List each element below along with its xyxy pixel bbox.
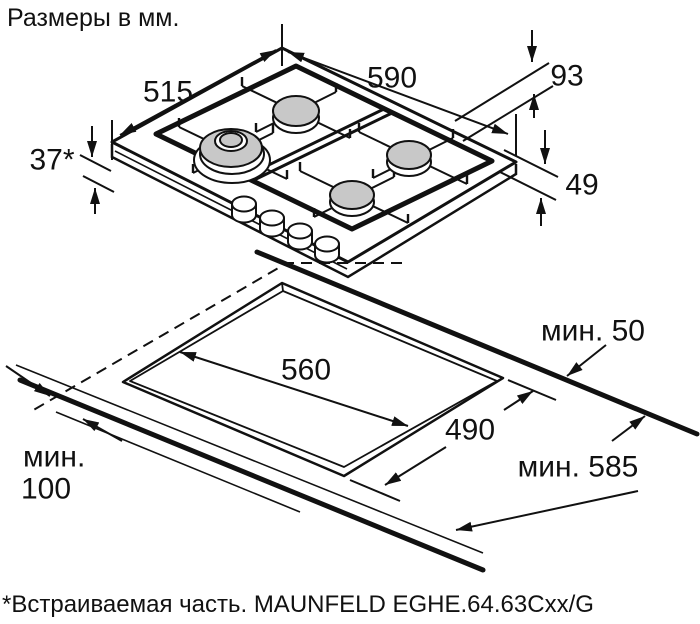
extension-line bbox=[462, 85, 554, 142]
built-in-height-label: 37* bbox=[29, 144, 74, 177]
dimension-body-height: 49 bbox=[499, 130, 599, 226]
dimension-arrow bbox=[455, 490, 639, 532]
extension-line bbox=[499, 171, 557, 201]
dimension-arrow bbox=[611, 415, 646, 442]
extension-line bbox=[79, 154, 112, 172]
worktop-front-top-line bbox=[15, 364, 484, 554]
extension-line bbox=[503, 149, 559, 178]
cutout-corner-edge bbox=[281, 282, 284, 292]
dimension-min-front-clearance: мин. 100 bbox=[5, 365, 123, 506]
page-title: Размеры в мм. bbox=[7, 4, 179, 32]
control-knobs bbox=[231, 195, 340, 264]
dimension-built-in-height: 37* bbox=[29, 126, 115, 214]
dimension-arrow bbox=[566, 344, 607, 377]
extension-line bbox=[454, 62, 550, 122]
dimension-cutout-width: 560 bbox=[179, 351, 409, 427]
min-rear-clearance-label: мин. 50 bbox=[541, 315, 645, 348]
worktop-front-edge bbox=[17, 377, 486, 573]
dimension-arrow bbox=[384, 446, 447, 486]
burner-wok-left bbox=[193, 128, 271, 184]
dimension-hob-depth: 515 bbox=[119, 49, 277, 136]
footnote: *Встраиваемая часть. MAUNFELD EGHE.64.63… bbox=[2, 591, 594, 618]
dimension-arrow bbox=[82, 418, 123, 442]
dimension-arrow bbox=[503, 390, 534, 411]
rear-height-label: 93 bbox=[550, 60, 583, 93]
min-front-clearance-value: 100 bbox=[21, 473, 71, 506]
control-knob bbox=[287, 222, 313, 251]
extension-line bbox=[349, 479, 401, 502]
dimension-rear-height: 93 bbox=[454, 30, 584, 142]
cutout-depth-label: 490 bbox=[445, 414, 495, 447]
burner-rear bbox=[272, 95, 320, 134]
dimension-arrow bbox=[287, 51, 509, 135]
extension-line bbox=[507, 379, 557, 401]
min-worktop-depth-label: мин. 585 bbox=[518, 451, 639, 484]
dimension-arrow bbox=[119, 49, 277, 136]
dimension-min-rear-clearance: мин. 50 bbox=[541, 315, 645, 377]
body-height-label: 49 bbox=[565, 169, 598, 202]
burner-right bbox=[386, 140, 432, 177]
min-front-clearance-word: мин. bbox=[23, 441, 85, 474]
control-knob bbox=[259, 209, 285, 238]
cutout-width-label: 560 bbox=[281, 354, 331, 387]
dimension-arrow bbox=[5, 365, 51, 397]
hob-depth-label: 515 bbox=[143, 76, 193, 109]
dimension-arrow bbox=[179, 351, 409, 427]
burner-front bbox=[329, 180, 375, 217]
dimension-cutout-depth: 490 bbox=[349, 379, 557, 502]
cutout-inner-edge bbox=[129, 290, 498, 468]
control-knob bbox=[314, 235, 340, 264]
dimension-hob-width: 590 bbox=[287, 51, 509, 135]
worktop-drawing: 560 490 мин. 50 мин. 585 мин. 100 bbox=[5, 249, 700, 573]
dimension-min-worktop-depth: мин. 585 bbox=[455, 415, 646, 532]
extension-line bbox=[82, 175, 115, 193]
hob-width-label: 590 bbox=[367, 62, 417, 95]
hob-dimensions: 515 590 93 49 37* bbox=[29, 24, 599, 226]
worktop-rear-edge bbox=[254, 249, 700, 437]
control-knob bbox=[231, 195, 257, 224]
